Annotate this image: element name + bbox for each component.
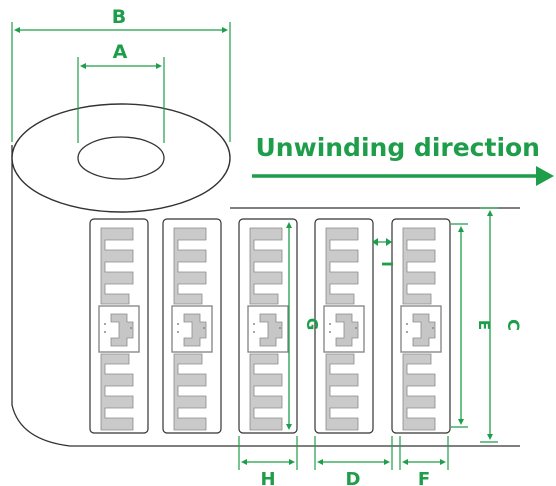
roll-core <box>77 136 165 180</box>
dimension-f: F <box>399 436 449 486</box>
dimension-c: C <box>480 207 523 443</box>
dimension-g: G <box>286 222 321 430</box>
dimension-h: H <box>238 436 298 486</box>
rfid-label <box>391 218 451 434</box>
unwinding-direction-title: Unwinding direction <box>256 133 541 162</box>
dimension-label-a: A <box>113 41 128 63</box>
rfid-label <box>238 218 298 434</box>
dimension-a: A <box>77 41 165 143</box>
rfid-label <box>162 218 222 434</box>
rfid-labels <box>89 218 451 434</box>
dimension-label-e: E <box>475 320 493 330</box>
dimension-e: E <box>451 223 493 428</box>
dimension-label-f: F <box>418 469 430 486</box>
dimension-label-c: C <box>504 319 523 331</box>
label-roll <box>11 103 520 447</box>
rfid-label <box>89 218 149 434</box>
arrow-right-icon <box>536 166 554 186</box>
dimension-b: B <box>11 6 231 142</box>
dimension-label-d: D <box>346 469 361 486</box>
dimension-i: I <box>372 238 396 267</box>
unwinding-direction: Unwinding direction <box>252 133 554 186</box>
dimension-label-b: B <box>112 6 126 28</box>
dimension-d: D <box>314 436 393 486</box>
dimension-label-g: G <box>303 318 321 330</box>
dimension-label-i: I <box>378 261 396 267</box>
dimension-label-h: H <box>260 469 275 486</box>
rfid-label <box>314 218 374 434</box>
